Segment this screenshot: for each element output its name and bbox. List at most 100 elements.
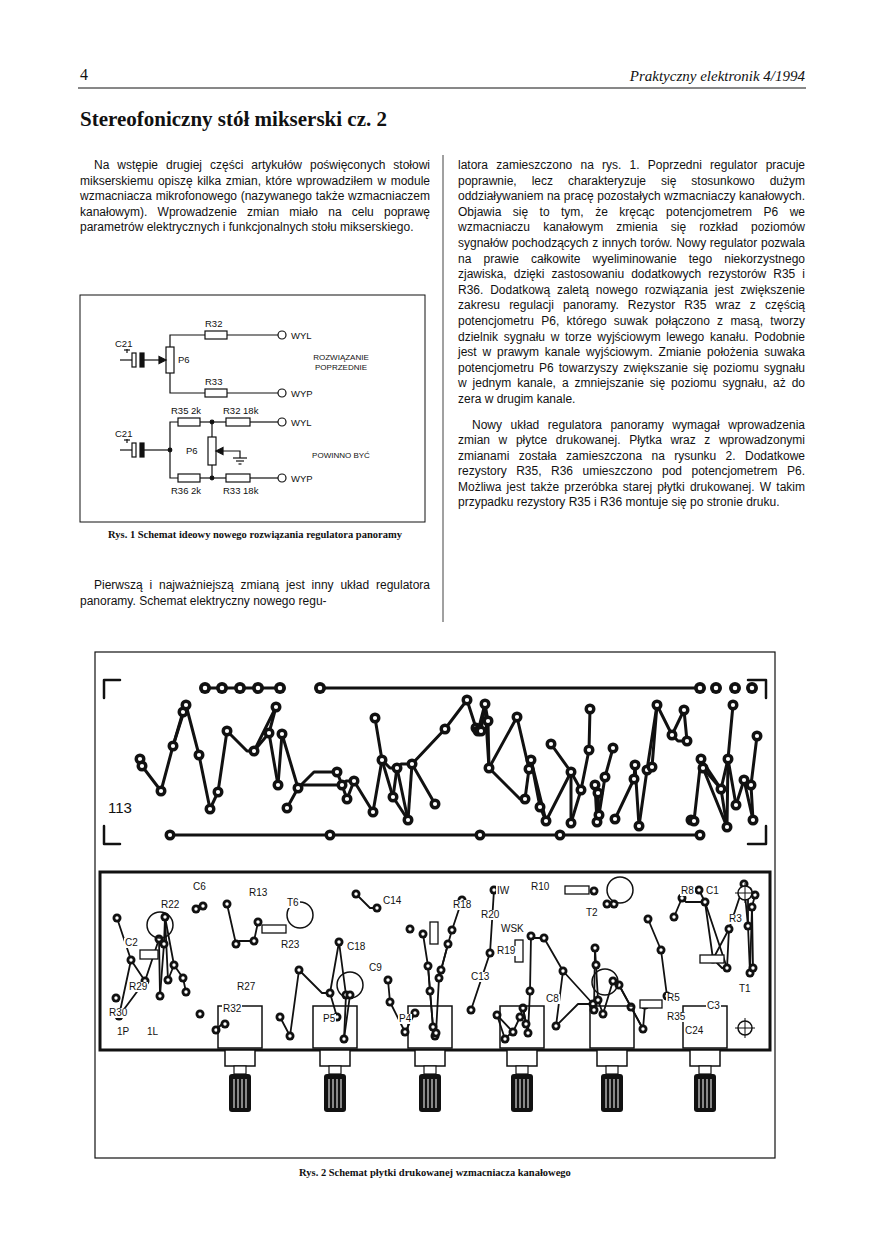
potentiometer-outline	[683, 1006, 727, 1048]
pcb-hole	[487, 766, 491, 770]
pcb-trace	[489, 717, 517, 768]
capacitor-plate	[132, 353, 136, 367]
pcb-hole	[597, 813, 601, 817]
pcb-hole	[428, 989, 431, 992]
potentiometer-outline	[313, 1006, 357, 1048]
pcb-pad	[337, 780, 348, 791]
pcb-pad	[695, 830, 706, 841]
pcb-hole	[593, 783, 597, 787]
pcb-hole	[426, 964, 429, 967]
pcb-hole	[328, 991, 331, 994]
pcb-hole	[544, 819, 548, 823]
pcb-pad	[462, 695, 473, 706]
pcb-pad	[282, 803, 293, 814]
pcb-hole	[238, 686, 243, 691]
pcb-hole	[433, 802, 437, 806]
board-number: 113	[106, 800, 134, 816]
pcb-trace	[160, 944, 164, 996]
pcb-pad	[584, 745, 595, 756]
pcb-hole	[526, 1031, 529, 1034]
pcb-pad	[250, 937, 259, 946]
pcb-trace	[485, 704, 489, 768]
pcb-hole	[337, 940, 340, 943]
pcb-pad	[221, 1020, 230, 1029]
pcb-hole	[443, 727, 447, 731]
pcb-pad	[744, 922, 753, 931]
pcb-pad	[701, 898, 710, 907]
running-header: Praktyczny elektronik 4/1994	[545, 67, 805, 85]
pcb-trace	[589, 709, 590, 750]
pcb-hole	[234, 942, 237, 945]
pcb-pad	[723, 754, 734, 765]
pcb-hole	[434, 1031, 437, 1034]
pcb-pad	[519, 1004, 528, 1013]
resistor-outline	[700, 955, 724, 963]
pcb-hole	[569, 770, 573, 774]
pcb-trace	[556, 1004, 593, 1026]
wire	[223, 451, 240, 458]
pcb-hole	[388, 1000, 391, 1003]
new-pan-circuit	[120, 418, 286, 482]
pcb-pad	[516, 1013, 525, 1022]
pcb-pad	[205, 804, 216, 815]
pcb-pad	[170, 961, 179, 970]
pcb-pad	[430, 799, 441, 810]
pcb-pad	[552, 1022, 561, 1031]
part-label: IW	[496, 886, 510, 896]
pcb-hole	[524, 1022, 527, 1025]
potentiometer-shaft	[234, 1066, 246, 1074]
wire	[170, 450, 178, 478]
pcb-hole	[252, 939, 255, 942]
pcb-hole	[633, 763, 637, 767]
pcb-hole	[592, 1008, 595, 1011]
resistor-symbol	[178, 418, 200, 426]
pcb-hole	[596, 998, 599, 1001]
pcb-trace	[170, 834, 700, 837]
pcb-hole	[755, 734, 759, 738]
pcb-hole	[348, 993, 351, 996]
pcb-pad	[437, 966, 446, 975]
pcb-hole	[601, 1012, 604, 1015]
part-label: C8	[545, 994, 560, 1004]
pcb-pad	[194, 750, 205, 761]
knob-knurl	[329, 1079, 330, 1108]
pcb-pad	[520, 794, 531, 805]
pcb-trace	[430, 991, 433, 1027]
pcb-pad	[373, 904, 382, 913]
potentiometer-knob	[419, 1074, 441, 1112]
pcb-hole	[469, 1008, 472, 1011]
pcb-hole	[742, 778, 746, 782]
pcb-trace	[581, 750, 589, 790]
pcb-pad	[448, 926, 457, 935]
pcb-hole	[515, 715, 519, 719]
pcb-trace	[615, 779, 634, 819]
pcb-pad	[113, 914, 122, 923]
pcb-trace	[705, 902, 713, 959]
pcb-pad	[716, 784, 727, 795]
body-paragraph: Nowy układ regulatora panoramy wymagał w…	[458, 418, 805, 512]
knob-knurl	[524, 1079, 525, 1108]
pcb-hole	[168, 833, 172, 837]
pcb-hole	[588, 707, 592, 711]
pcb-hole	[701, 766, 705, 770]
part-label: T1	[738, 984, 752, 994]
pcb-pad	[647, 762, 658, 773]
pcb-pad	[475, 830, 486, 841]
pcb-pad	[293, 783, 304, 794]
pcb-pad	[179, 974, 188, 983]
pcb-hole	[354, 892, 357, 895]
knob-knurl	[699, 1079, 700, 1108]
pcb-hole	[421, 932, 424, 935]
pcb-hole	[672, 915, 675, 918]
pcb-hole	[521, 1006, 524, 1009]
mounting-cross	[745, 1018, 746, 1038]
pcb-hole	[697, 888, 700, 891]
pcb-pad	[196, 1010, 205, 1019]
resistor-outline	[140, 950, 158, 959]
pcb-pad	[610, 814, 621, 825]
pcb-hole	[278, 1015, 281, 1018]
pcb-hole	[650, 765, 654, 769]
knob-knurl	[520, 1079, 521, 1108]
pcb-hole	[439, 968, 442, 971]
pcb-pad	[594, 996, 603, 1005]
